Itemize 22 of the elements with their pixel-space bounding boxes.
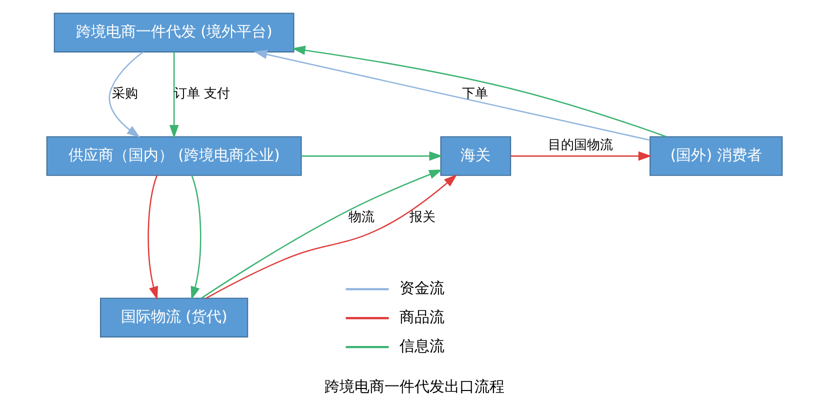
node-box: (国外) 消费者 <box>650 136 783 176</box>
legend-label: 信息流 <box>399 336 444 355</box>
edge-label: 报关 <box>410 210 436 225</box>
arrow <box>301 150 443 160</box>
edge-label: 物流 <box>348 210 374 225</box>
arrow <box>108 50 144 138</box>
arrow <box>169 52 179 138</box>
arrow <box>190 174 202 300</box>
edge-label: 采购 <box>112 86 138 102</box>
node-box: 海关 <box>440 136 512 176</box>
edge-label: 下单 <box>462 86 488 102</box>
arrow <box>254 49 650 140</box>
arrow <box>292 45 667 137</box>
arrow <box>148 174 158 300</box>
arrow <box>510 150 652 160</box>
node-box: 供应商（国内） (跨境电商企业) <box>46 136 302 176</box>
node-box: 国际物流 (货代) <box>100 297 248 337</box>
node-box: 跨境电商一件代发 (境外平台) <box>54 12 294 52</box>
legend-label: 商品流 <box>399 308 444 326</box>
legend-label: 资金流 <box>399 278 444 297</box>
caption: 跨境电商一件代发出口流程 <box>324 376 504 395</box>
edge-label: 目的国物流 <box>548 138 613 153</box>
